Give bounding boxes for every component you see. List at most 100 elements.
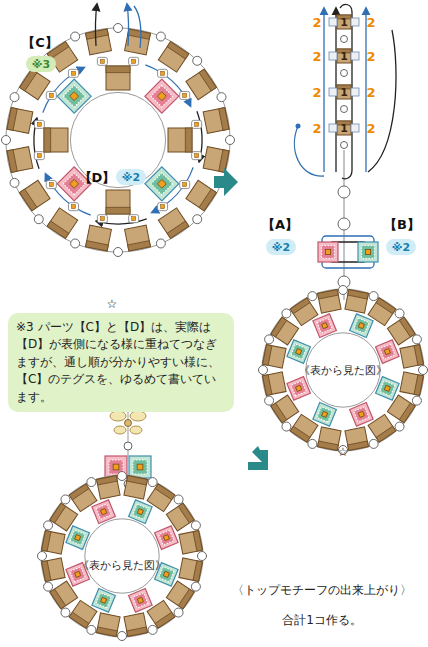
brown-edge — [155, 484, 175, 500]
seed-bead — [282, 422, 291, 431]
brown-bead — [86, 29, 112, 55]
thread-ring — [85, 519, 159, 593]
thread-end — [296, 124, 301, 129]
tile-center — [75, 571, 81, 577]
brown-square — [106, 190, 130, 214]
tile-center — [384, 385, 390, 391]
tile-pattern — [96, 593, 111, 608]
tile-square — [350, 403, 374, 427]
green-bead — [145, 167, 179, 201]
tile-center — [358, 323, 364, 329]
green-bead — [129, 500, 153, 524]
seed-bead — [114, 24, 123, 33]
seed-bead — [118, 472, 127, 481]
brown-square — [263, 372, 287, 396]
brown-square — [186, 69, 217, 100]
connector-mark — [183, 93, 187, 97]
seed-bead — [369, 439, 378, 448]
brown-edge — [290, 426, 310, 442]
thread-line — [134, 6, 141, 48]
light-square — [329, 124, 337, 132]
tile-pattern — [159, 530, 174, 545]
brown-bead — [47, 208, 78, 239]
seed-bead — [341, 142, 348, 149]
seed-bead — [419, 366, 428, 375]
connector-bead — [129, 57, 139, 65]
tile-center — [101, 509, 107, 515]
tile-center — [163, 535, 169, 541]
light-square — [329, 18, 337, 26]
connector-mark — [195, 154, 199, 158]
brown-square — [337, 15, 351, 29]
connector-bead — [34, 120, 44, 128]
brown-square — [86, 225, 112, 251]
brown-edge — [193, 561, 202, 582]
seed-bead — [34, 215, 43, 224]
seed-bead — [341, 70, 348, 77]
brown-bead — [124, 476, 148, 500]
tile-center — [296, 385, 302, 391]
brown-edge — [106, 66, 130, 73]
seed-bead — [308, 292, 317, 301]
connector-bead — [180, 181, 190, 189]
thread-ring — [262, 289, 424, 451]
seed-bead — [191, 521, 200, 530]
note-ref: ※2 — [392, 242, 410, 253]
brown-square — [345, 290, 369, 314]
note-ref-pill: ※2 — [116, 169, 146, 185]
brown-edge — [399, 403, 415, 423]
brown-square — [86, 29, 112, 55]
seed-bead — [174, 495, 183, 504]
seed-bead — [341, 106, 348, 113]
brown-edge — [271, 403, 287, 423]
green-bead — [66, 526, 90, 550]
connector-bead — [97, 215, 107, 223]
brown-square — [400, 345, 424, 369]
brown-bead — [318, 427, 342, 451]
brown-edge — [348, 290, 369, 299]
brown-bead — [400, 345, 424, 369]
tile-pattern — [317, 318, 332, 333]
tile-square — [155, 526, 179, 550]
brown-bead — [345, 427, 369, 451]
start-mark: ☆ — [107, 298, 118, 310]
brown-square — [44, 128, 68, 152]
brown-square — [42, 558, 66, 582]
brown-square — [337, 85, 351, 99]
thread-line — [365, 8, 366, 172]
connector-mark — [37, 154, 41, 158]
tile-pattern — [354, 318, 369, 333]
bow-bead — [125, 420, 132, 427]
seed-bead — [174, 608, 183, 617]
brown-square — [125, 225, 151, 251]
seed-bead — [191, 582, 200, 591]
brown-edge — [69, 484, 89, 500]
brown-square — [97, 613, 121, 637]
seed-bead — [395, 309, 404, 318]
tile-square — [358, 242, 378, 262]
callout-number: 2 — [366, 50, 375, 63]
connector-bead — [180, 91, 190, 99]
brown-edge — [318, 290, 339, 299]
green-bead — [350, 314, 374, 338]
brown-square — [263, 345, 287, 369]
bow-loop — [110, 411, 126, 421]
brown-square — [47, 208, 78, 239]
brown-edge — [167, 42, 189, 59]
brown-square — [203, 108, 229, 134]
tile-center — [113, 464, 119, 470]
brown-square — [318, 290, 342, 314]
connector-mark — [195, 122, 199, 126]
note-ref-pill: ※2 — [266, 239, 296, 255]
brown-square — [345, 427, 369, 451]
connector-mark — [71, 205, 75, 209]
seed-bead — [124, 442, 132, 450]
tile-pattern — [291, 344, 306, 359]
brown-edge — [20, 69, 37, 91]
tile-square — [287, 377, 311, 401]
brown-bead — [186, 69, 217, 100]
brown-edge — [376, 426, 396, 442]
brown-edge — [128, 241, 151, 251]
thread-line — [323, 8, 324, 172]
